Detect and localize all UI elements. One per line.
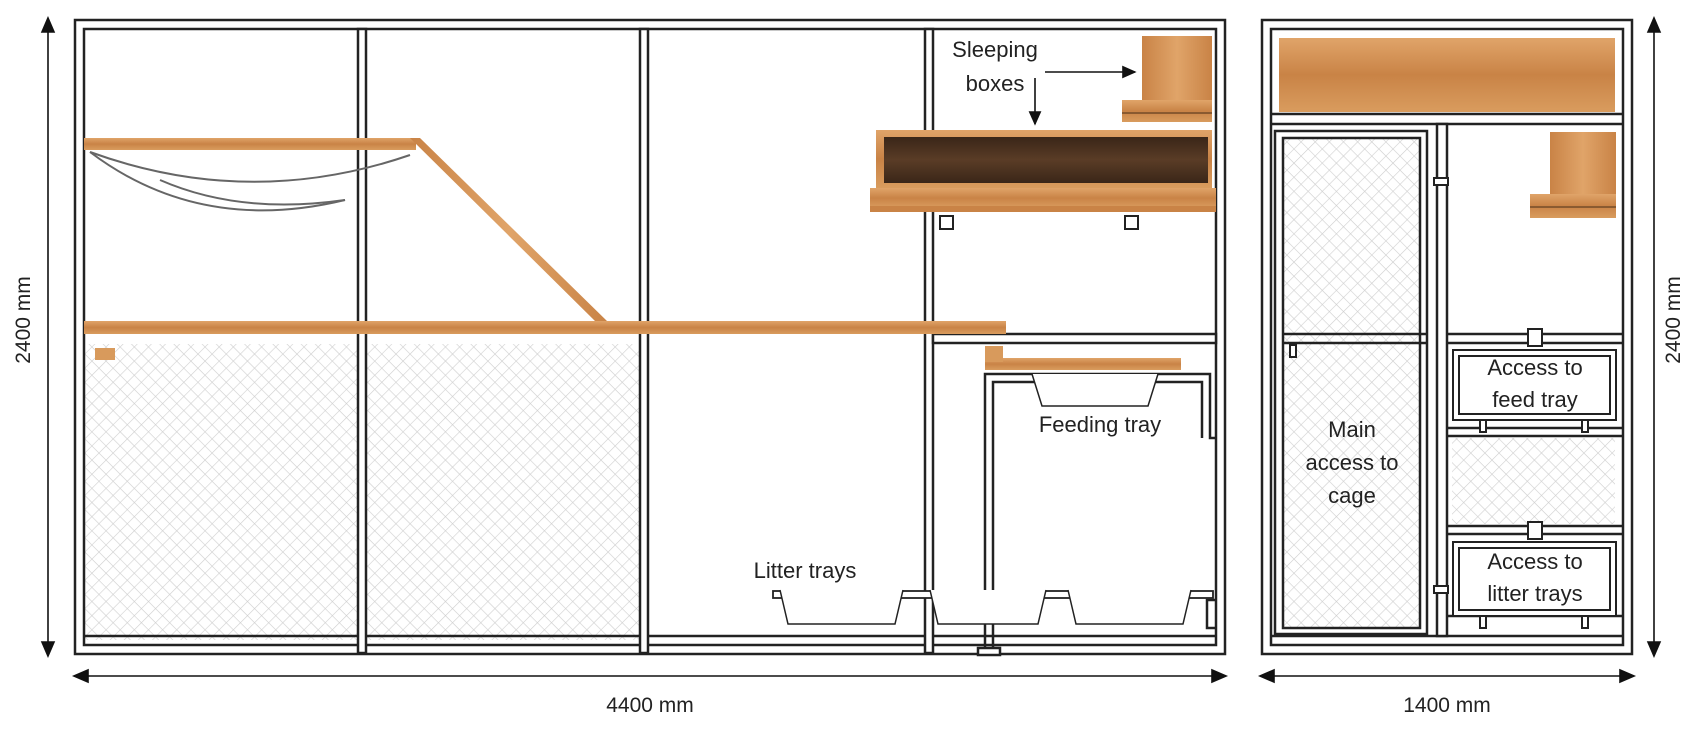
feed-access-line1: Access to (1487, 355, 1582, 380)
sleeping-box-large (870, 130, 1216, 230)
left-height-label: 2400 mm (12, 276, 35, 364)
litter-tray (1067, 589, 1192, 625)
feed-access-line2: feed tray (1492, 387, 1578, 412)
sleeping-box-small (1122, 36, 1212, 122)
mid-shelf (84, 321, 1006, 334)
front-posts (356, 27, 935, 655)
litter-tray (929, 589, 1047, 625)
compartment-mesh (1452, 438, 1615, 524)
main-access-line1: Main (1328, 417, 1376, 442)
main-door-mesh (1283, 138, 1420, 628)
ramp (410, 138, 608, 322)
feeding-bracket (985, 346, 1003, 362)
litter-access-line2: litter trays (1487, 581, 1582, 606)
side-view: Main access to cage Access to feed tray … (1260, 18, 1634, 656)
litter-access-line1: Access to (1487, 549, 1582, 574)
litter-trays-label: Litter trays (754, 558, 857, 583)
front-width-label: 4400 mm (606, 694, 694, 717)
side-small-box (1530, 132, 1616, 218)
side-sleeping-box (1279, 38, 1615, 112)
main-access-line2: access to (1306, 450, 1399, 475)
mesh-panel (366, 344, 640, 640)
front-mid-rail (931, 332, 1218, 345)
feeding-tray (1031, 373, 1159, 407)
mesh-panel (84, 344, 358, 640)
right-height-label: 2400 mm (1662, 276, 1685, 364)
dimension-lines (40, 15, 1662, 684)
hammock (89, 151, 411, 212)
litter-tray (779, 589, 904, 625)
litter-access-door (1452, 541, 1617, 617)
feed-access-door (1452, 349, 1617, 421)
shelf-bracket (95, 348, 115, 360)
front-view: Sleeping boxes Feeding tray Litter trays (73, 18, 1227, 657)
feeding-tray-label: Feeding tray (1039, 412, 1161, 437)
main-access-line3: cage (1328, 483, 1376, 508)
sleeping-label-line2: boxes (966, 71, 1025, 96)
upper-shelf (84, 138, 416, 150)
feeding-shelf (985, 358, 1181, 370)
side-width-label: 1400 mm (1403, 694, 1491, 717)
sleeping-label-line1: Sleeping (952, 37, 1038, 62)
